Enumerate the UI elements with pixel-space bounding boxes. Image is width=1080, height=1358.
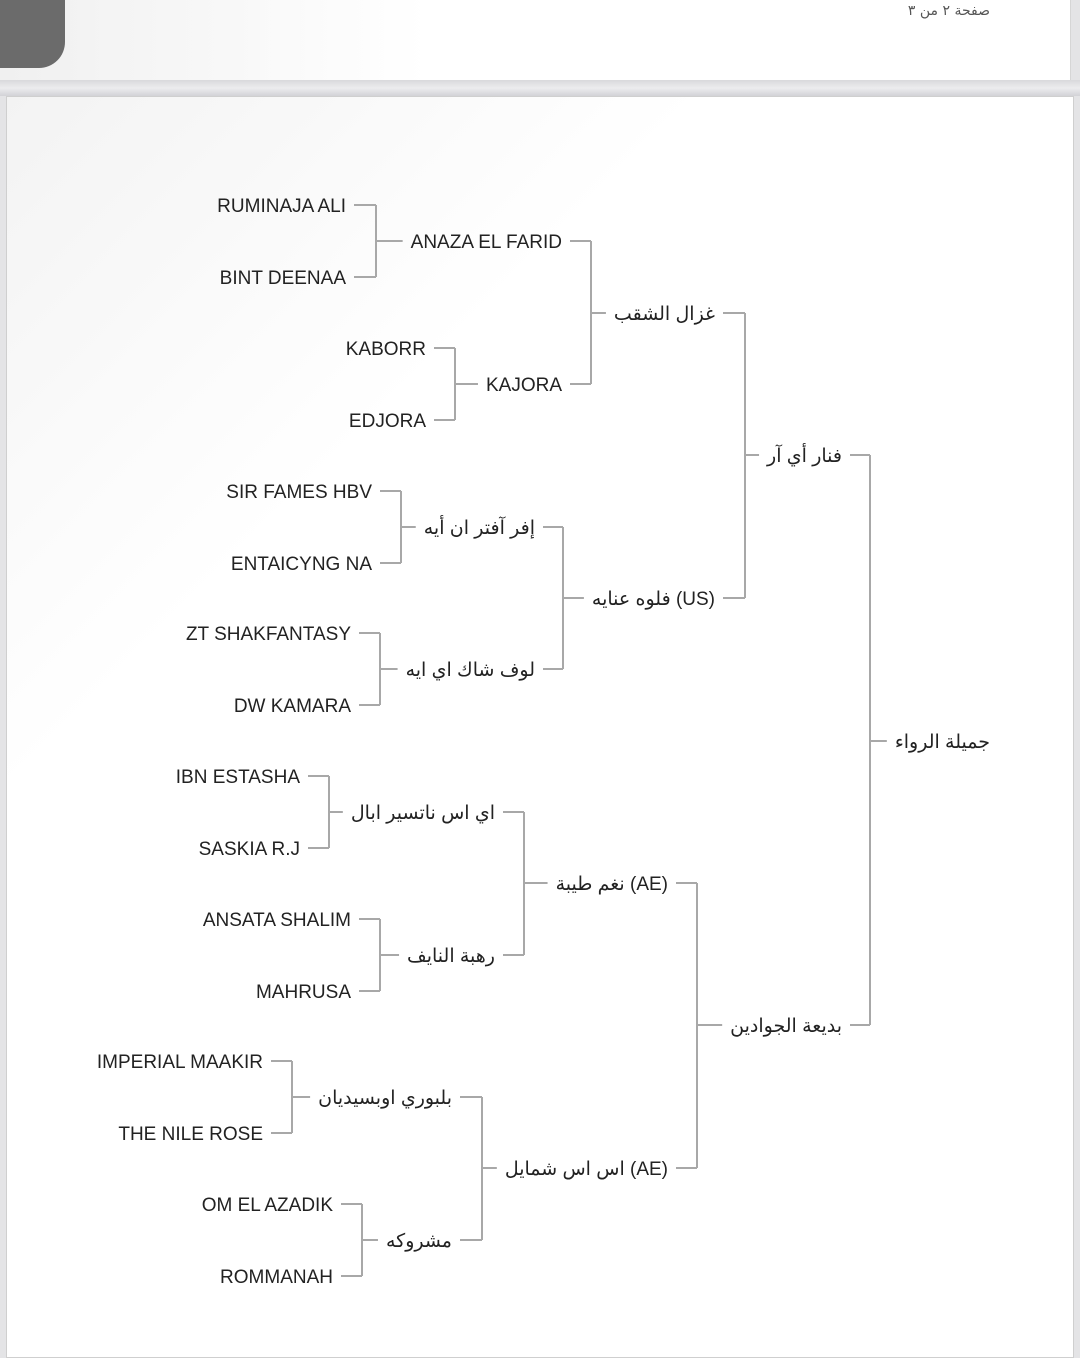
- horse-name-dam-dam: اس اس شمايل (AE): [505, 1159, 668, 1180]
- horse-name-sire-sire-dam-sire: KABORR: [346, 339, 426, 360]
- horse-name-dam-sire-dam: رهبة النايف: [407, 946, 495, 967]
- horse-name-dam-sire-dam-dam: MAHRUSA: [256, 982, 351, 1003]
- horse-name-sire-sire-dam: KAJORA: [486, 375, 562, 396]
- page-tab: [0, 0, 65, 68]
- horse-name-dam-dam-sire-dam: THE NILE ROSE: [118, 1124, 263, 1145]
- horse-name-dam-sire-sire: اي اس ناتسير ابال: [351, 803, 495, 824]
- horse-name-dam-dam-dam: مشروكه: [386, 1231, 452, 1252]
- horse-name-dam-sire-sire-dam: SASKIA R.J: [199, 839, 300, 860]
- previous-page: صفحة ٢ من ٣: [0, 0, 1071, 80]
- horse-name-sire-dam-sire-sire: SIR FAMES HBV: [226, 482, 372, 503]
- page-separator: [0, 80, 1080, 96]
- horse-name-dam-dam-dam-sire: OM EL AZADIK: [202, 1195, 334, 1216]
- horse-name-sire: فنار أي آر: [766, 443, 842, 467]
- horse-name-dam-dam-sire: بلبوري اوبسيديان: [318, 1088, 452, 1109]
- horse-name-sire-sire-sire-dam: BINT DEENAA: [220, 268, 347, 289]
- pedigree-page: [6, 96, 1074, 1358]
- horse-name-subject: جميلة الرواء: [895, 732, 990, 753]
- horse-name-sire-sire-sire: ANAZA EL FARID: [411, 232, 562, 253]
- horse-name-dam-sire-dam-sire: ANSATA SHALIM: [203, 910, 351, 931]
- horse-name-sire-sire-dam-dam: EDJORA: [349, 411, 426, 432]
- horse-name-dam: بديعة الجوادين: [730, 1016, 842, 1037]
- horse-name-dam-dam-dam-dam: ROMMANAH: [220, 1267, 333, 1288]
- horse-name-dam-sire-sire-sire: IBN ESTASHA: [176, 767, 301, 788]
- horse-name-sire-dam-sire: إفر آفتر ان أيه: [424, 515, 535, 540]
- horse-name-sire-dam-sire-dam: ENTAICYNG NA: [231, 554, 372, 575]
- horse-name-sire-dam: فلوه عنايه (US): [592, 589, 715, 610]
- horse-name-sire-sire: غزال الشقب: [614, 304, 715, 325]
- horse-name-sire-sire-sire-sire: RUMINAJA ALI: [217, 196, 346, 217]
- horse-name-dam-dam-sire-sire: IMPERIAL MAAKIR: [97, 1052, 263, 1073]
- horse-name-dam-sire: نغم طيبة (AE): [556, 874, 668, 895]
- horse-name-sire-dam-dam-dam: DW KAMARA: [234, 696, 352, 717]
- horse-name-sire-dam-dam: لوف شاك اي ايه: [406, 660, 535, 681]
- horse-name-sire-dam-dam-sire: ZT SHAKFANTASY: [186, 624, 351, 645]
- page-indicator: صفحة ٢ من ٣: [907, 3, 990, 19]
